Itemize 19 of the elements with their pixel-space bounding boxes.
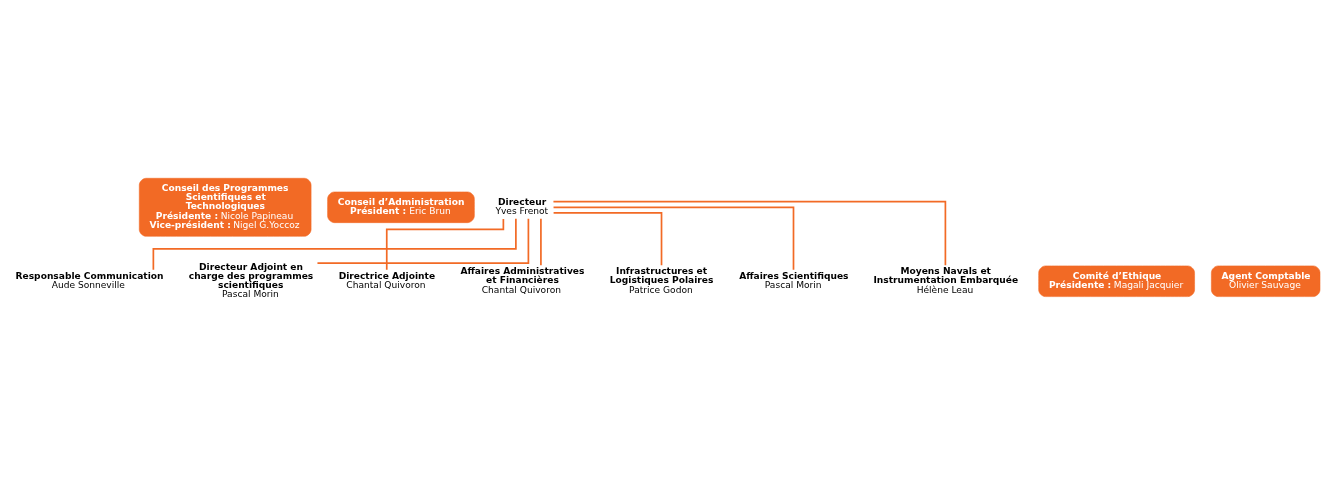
connector: [552, 200, 947, 266]
node-text: Responsable Communication Aude Sonneville: [15, 270, 164, 290]
node-box: Comité d’Ethique Présidente : Magali Jacquier: [1038, 265, 1195, 297]
node-text: Directeur Yves Frenot: [495, 196, 549, 216]
connector: [316, 217, 530, 264]
node-box: Agent Comptable Olivier Sauvage: [1211, 265, 1321, 297]
node-box: Conseil d’Administration Président : Eric Brun: [327, 191, 475, 223]
node-text: Infrastructures et Logistiques Polaires Patrice Godon: [609, 265, 714, 295]
connector: [552, 205, 795, 271]
node-box: Conseil des Programmes Scientifiques et Technologiques Présidente : Nicole Papineau Vice-président : Nigel G.Yoccoz: [139, 177, 312, 237]
connector: [385, 217, 505, 271]
node-text: Affaires Administratives et Financières Chantal Quivoron: [460, 265, 585, 295]
connector: [152, 217, 517, 271]
node-text: Directrice Adjointe Chantal Quivoron: [338, 270, 436, 290]
connector: [540, 217, 542, 266]
connector: [552, 211, 663, 266]
node-text: Moyens Navals et Instrumentation Embarquée Hélène Leau: [873, 265, 1019, 295]
node-text: Affaires Scientifiques Pascal Morin: [739, 270, 849, 290]
node-text: Directeur Adjoint en charge des programmes scientifiques Pascal Morin: [188, 261, 314, 299]
